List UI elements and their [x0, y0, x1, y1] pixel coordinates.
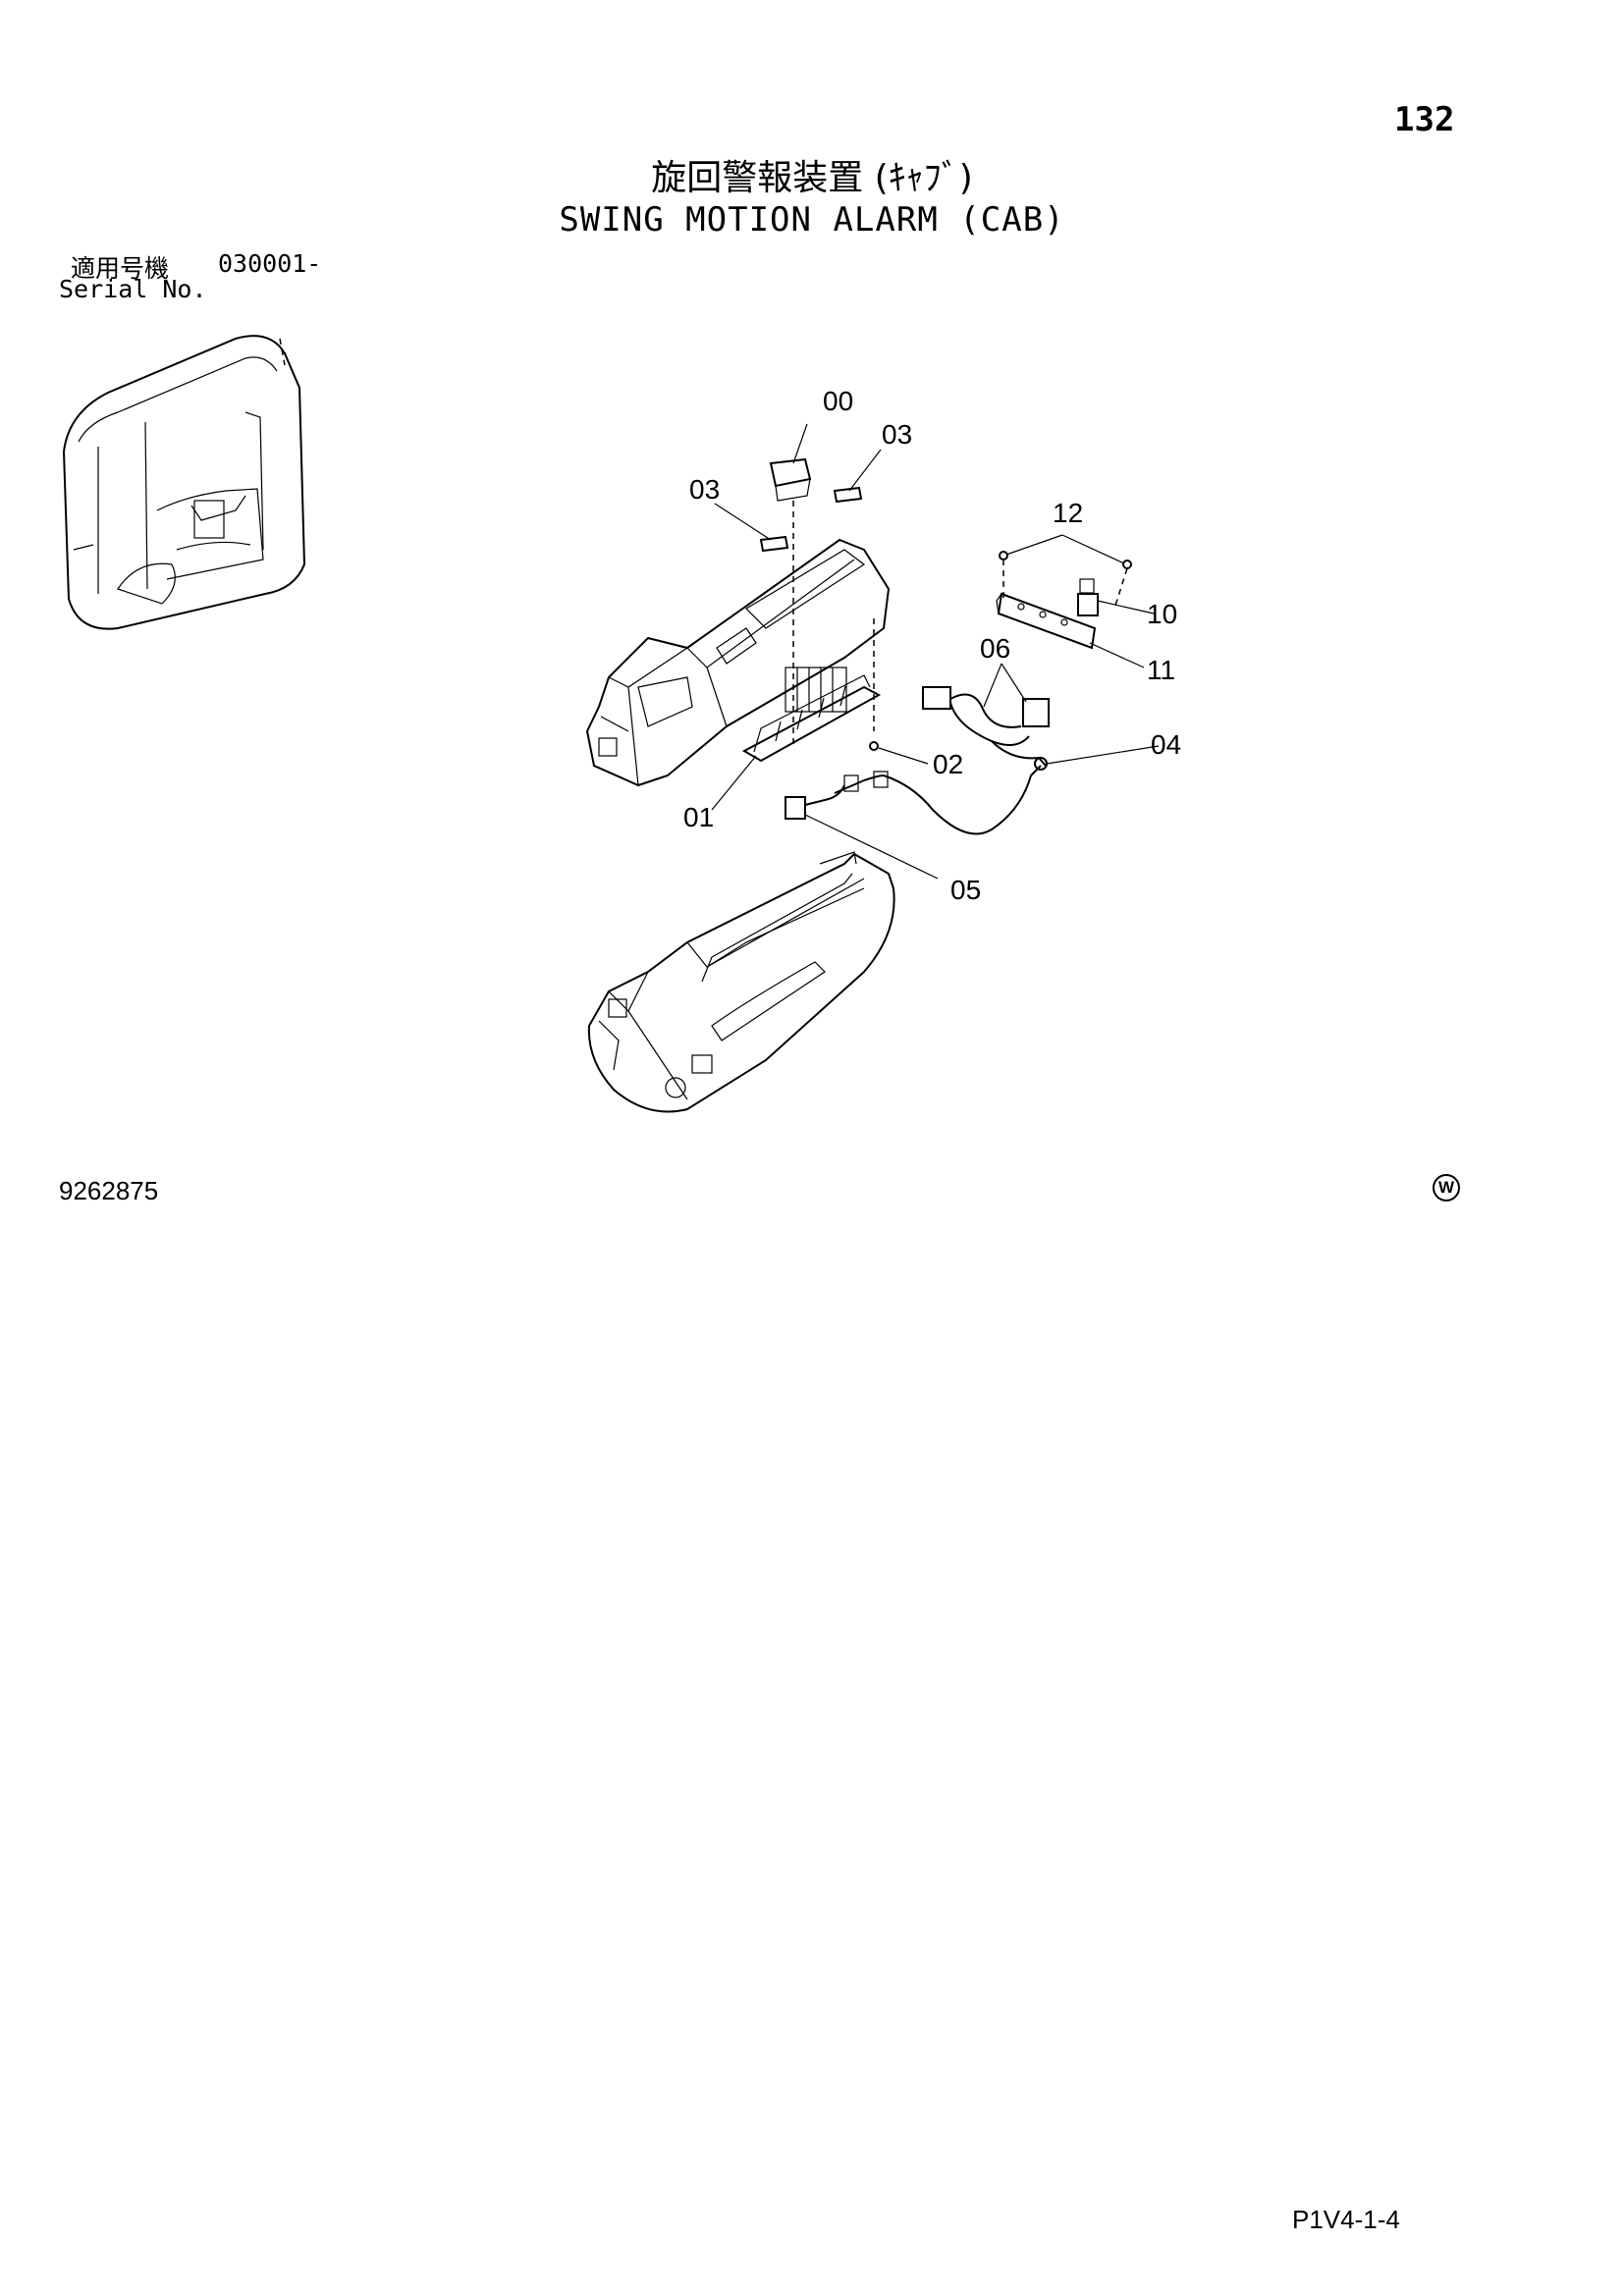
callout-01: 01	[683, 802, 714, 832]
serial-value: 030001-	[218, 249, 322, 278]
serial-label-english: Serial No.	[59, 275, 207, 303]
title-japanese: 旋回警報装置 (ｷｬﾌﾞ)	[651, 158, 973, 198]
cab-overview-icon	[62, 335, 306, 630]
callout-03-left: 03	[689, 474, 720, 505]
callout-05: 05	[950, 875, 981, 905]
leader-lines	[711, 423, 1160, 880]
page-number: 132	[1394, 100, 1455, 139]
callout-00: 00	[823, 386, 853, 416]
reference-code: P1V4-1-4	[1292, 2205, 1400, 2234]
callout-11: 11	[1147, 655, 1175, 685]
callout-04: 04	[1151, 729, 1181, 760]
callout-10: 10	[1147, 599, 1177, 629]
w-mark-icon: W	[1433, 1174, 1460, 1201]
callout-03-right: 03	[882, 419, 912, 450]
console-assembly-icon	[585, 457, 1132, 1113]
title-english: SWING MOTION ALARM (CAB)	[559, 200, 1065, 240]
callout-12: 12	[1053, 498, 1083, 528]
callout-06: 06	[980, 633, 1010, 664]
serial-label-japanese: 適用号機	[71, 254, 170, 283]
callout-02: 02	[933, 749, 963, 779]
drawing-number: 9262875	[59, 1176, 159, 1205]
